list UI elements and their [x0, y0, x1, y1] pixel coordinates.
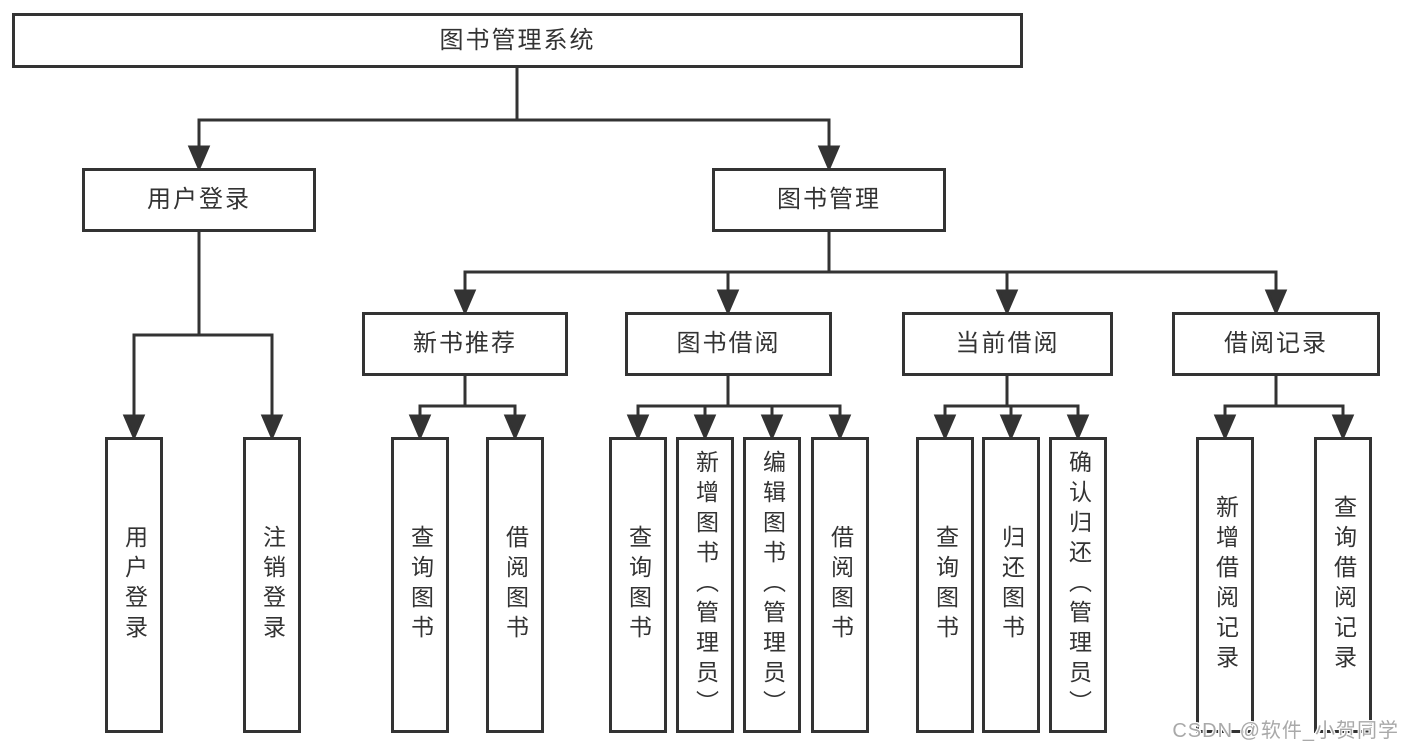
node-label: 图书借阅 — [676, 330, 781, 357]
node-label: 新增借阅记录 — [1212, 495, 1239, 675]
node-label: 图书管理 — [777, 186, 881, 213]
connector-bookborrow-to-leaves — [626, 376, 852, 441]
node-label: 查询图书 — [932, 525, 959, 645]
leaf-query-books-recommend: 查询图书 — [391, 437, 449, 733]
leaf-query-books-current: 查询图书 — [916, 437, 974, 733]
leaf-add-books-admin: 新增图书（管理员） — [676, 437, 734, 733]
node-label: 图书管理系统 — [439, 26, 596, 54]
connector-root-to-level2 — [187, 68, 841, 172]
node-label: 当前借阅 — [955, 330, 1060, 357]
node-label: 借阅图书 — [502, 525, 529, 645]
node-new-book-recommend: 新书推荐 — [362, 312, 568, 376]
node-label: 借阅图书 — [827, 525, 854, 645]
connector-currentborrow-to-leaves — [933, 376, 1090, 441]
csdn-watermark: CSDN @软件_小贺同学 — [1172, 720, 1399, 742]
connector-newbookrec-to-leaves — [408, 376, 527, 441]
node-label: 归还图书 — [998, 525, 1025, 645]
node-current-borrowing: 当前借阅 — [902, 312, 1113, 376]
leaf-edit-books-admin: 编辑图书（管理员） — [743, 437, 801, 733]
node-label: 查询图书 — [625, 525, 652, 645]
node-label: 借阅记录 — [1224, 330, 1328, 357]
node-label: 用户登录 — [121, 525, 148, 645]
leaf-query-borrow-record: 查询借阅记录 — [1314, 437, 1372, 733]
leaf-query-books-borrowing: 查询图书 — [609, 437, 667, 733]
leaf-borrow-books-recommend: 借阅图书 — [486, 437, 544, 733]
leaf-add-borrow-record: 新增借阅记录 — [1196, 437, 1254, 733]
node-label: 注销登录 — [259, 525, 286, 645]
node-label: 查询借阅记录 — [1330, 495, 1357, 675]
node-label: 新书推荐 — [413, 330, 517, 357]
node-label: 新增图书（管理员） — [692, 450, 719, 720]
node-label: 用户登录 — [147, 186, 251, 213]
node-user-login: 用户登录 — [82, 168, 316, 232]
node-book-borrowing: 图书借阅 — [625, 312, 832, 376]
node-label: 确认归还（管理员） — [1065, 450, 1092, 720]
connector-borrowrecords-to-leaves — [1213, 376, 1355, 441]
leaf-return-books: 归还图书 — [982, 437, 1040, 733]
node-label: 查询图书 — [407, 525, 434, 645]
leaf-logout: 注销登录 — [243, 437, 301, 733]
connector-userlogin-to-leaves — [122, 232, 284, 441]
node-library-management-system: 图书管理系统 — [12, 13, 1023, 68]
connector-bookmgmt-to-level3 — [453, 232, 1288, 316]
leaf-confirm-return-admin: 确认归还（管理员） — [1049, 437, 1107, 733]
leaf-borrow-books-borrowing: 借阅图书 — [811, 437, 869, 733]
leaf-user-login: 用户登录 — [105, 437, 163, 733]
node-book-management: 图书管理 — [712, 168, 946, 232]
node-borrow-records: 借阅记录 — [1172, 312, 1380, 376]
node-label: 编辑图书（管理员） — [759, 450, 786, 720]
